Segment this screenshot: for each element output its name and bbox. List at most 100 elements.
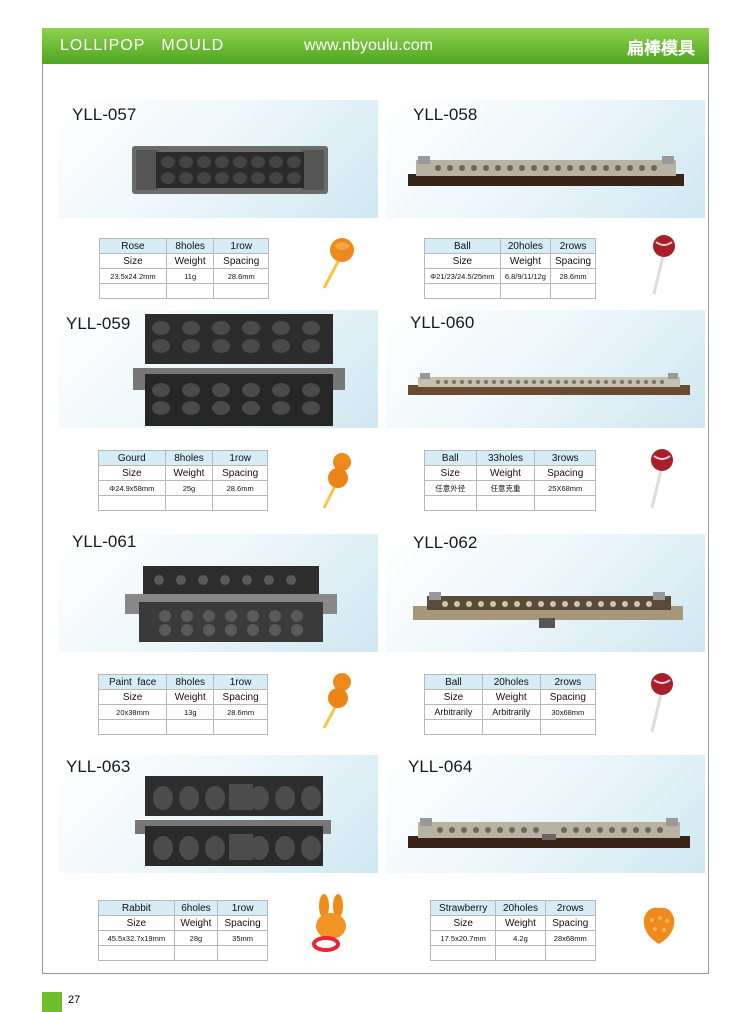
spec-rows: 3rows	[534, 450, 596, 466]
spec-weight-label: Weight	[165, 253, 215, 269]
spec-size: Φ21/23/24.5/25mm	[424, 268, 501, 284]
mold-image-yll-059	[133, 314, 345, 426]
spec-name: Ball	[424, 674, 483, 690]
spec-spacing-label: Spacing	[217, 915, 268, 931]
product-panel-yll-060	[386, 310, 705, 428]
spec-holes: 6holes	[173, 900, 219, 916]
product-code: YLL-063	[66, 757, 131, 776]
spec-weight-label: Weight	[495, 915, 546, 931]
spec-spacing-label: Spacing	[544, 915, 597, 931]
mold-image-yll-063	[135, 776, 331, 866]
spec-spacing: 28.6mm	[550, 268, 596, 284]
spec-name: Gourd	[98, 450, 166, 466]
mold-image-yll-060	[408, 373, 690, 395]
candy-image-paint-face	[322, 673, 351, 729]
mold-image-yll-057	[132, 146, 328, 194]
spec-size: 23.5x24.2mm	[99, 268, 167, 284]
spec-name: Rabbit	[98, 900, 175, 916]
spec-size-label: Size	[99, 253, 167, 269]
spec-rows: 1row	[217, 900, 268, 916]
candy-image-strawberry	[643, 907, 675, 944]
spec-rows: 1row	[213, 238, 269, 254]
spec-size-label: Size	[98, 465, 166, 481]
spec-weight-label: Weight	[499, 253, 552, 269]
product-panel-yll-058	[386, 100, 705, 218]
spec-spacing-label: Spacing	[534, 465, 596, 481]
spec-name: Ball	[424, 450, 477, 466]
spec-holes: 20holes	[481, 674, 541, 690]
spec-rows: 1row	[212, 450, 268, 466]
spec-weight-label: Weight	[481, 689, 541, 705]
header-title: LOLLIPOP MOULD	[60, 37, 225, 54]
spec-rows: 2rows	[550, 238, 596, 254]
mold-image-yll-064	[408, 818, 690, 848]
candy-image-ball-lollipop	[652, 235, 675, 295]
spec-size: 17.5x20.7mm	[429, 930, 497, 946]
spec-name: Strawberry	[429, 900, 497, 916]
spec-size: Φ24.9x58mm	[98, 480, 166, 496]
product-code: YLL-060	[410, 313, 475, 332]
spec-weight: 任意克重	[475, 480, 536, 496]
header-bar: LOLLIPOP MOULD www.nbyoulu.com 扁棒模具	[42, 28, 709, 64]
spec-spacing-label: Spacing	[539, 689, 597, 705]
spec-size: 20x38mm	[97, 704, 168, 720]
spec-size-label: Size	[424, 689, 483, 705]
spec-weight: 11g	[165, 268, 215, 284]
spec-spacing: 28.6mm	[213, 268, 269, 284]
footer-green-square	[42, 992, 62, 1012]
product-code: YLL-064	[408, 757, 473, 776]
spec-weight-label: Weight	[173, 915, 219, 931]
spec-size-label: Size	[98, 915, 175, 931]
spec-size-label: Size	[424, 253, 501, 269]
spec-weight: 4.2g	[495, 930, 546, 946]
spec-spacing: 28.6mm	[213, 704, 268, 720]
spec-rows: 1row	[213, 674, 268, 690]
spec-size-label: Size	[424, 465, 477, 481]
spec-spacing: 25X68mm	[534, 480, 596, 496]
candy-image-ball-lollipop	[650, 673, 673, 733]
spec-spacing-label: Spacing	[550, 253, 596, 269]
spec-weight: 28g	[173, 930, 219, 946]
product-code: YLL-059	[66, 314, 131, 333]
product-panel-yll-064	[386, 755, 705, 873]
spec-holes: 20holes	[495, 900, 546, 916]
spec-rows: 2rows	[539, 674, 597, 690]
spec-rows: 2rows	[544, 900, 597, 916]
spec-spacing-label: Spacing	[213, 689, 268, 705]
spec-spacing: 28.6mm	[212, 480, 268, 496]
spec-name: Ball	[424, 238, 501, 254]
spec-weight-label: Weight	[475, 465, 536, 481]
spec-name: Paint face	[97, 674, 168, 690]
spec-holes: 33holes	[475, 450, 536, 466]
spec-size: 任意外径	[424, 480, 477, 496]
candy-image-rabbit	[312, 894, 346, 952]
spec-size: Arbitrarily	[424, 704, 483, 720]
mold-image-yll-062	[413, 592, 683, 628]
spec-size-label: Size	[429, 915, 497, 931]
spec-weight: 13g	[166, 704, 215, 720]
product-code: YLL-062	[413, 533, 478, 552]
spec-name: Rose	[99, 238, 167, 254]
candy-image-ball-lollipop	[650, 449, 673, 509]
candy-image-rose	[322, 238, 354, 289]
spec-spacing: 30x68mm	[539, 704, 597, 720]
page-number: 27	[68, 994, 81, 1006]
spec-holes: 8holes	[166, 674, 215, 690]
spec-spacing-label: Spacing	[212, 465, 268, 481]
spec-spacing-label: Spacing	[213, 253, 269, 269]
spec-weight-label: Weight	[166, 689, 215, 705]
spec-weight: 25g	[164, 480, 214, 496]
spec-spacing: 28x68mm	[544, 930, 597, 946]
spec-spacing: 35mm	[217, 930, 268, 946]
product-code: YLL-061	[72, 532, 137, 551]
mold-image-yll-061	[125, 566, 337, 642]
product-code: YLL-057	[72, 105, 137, 124]
spec-weight-label: Weight	[164, 465, 214, 481]
mold-image-yll-058	[408, 156, 684, 186]
